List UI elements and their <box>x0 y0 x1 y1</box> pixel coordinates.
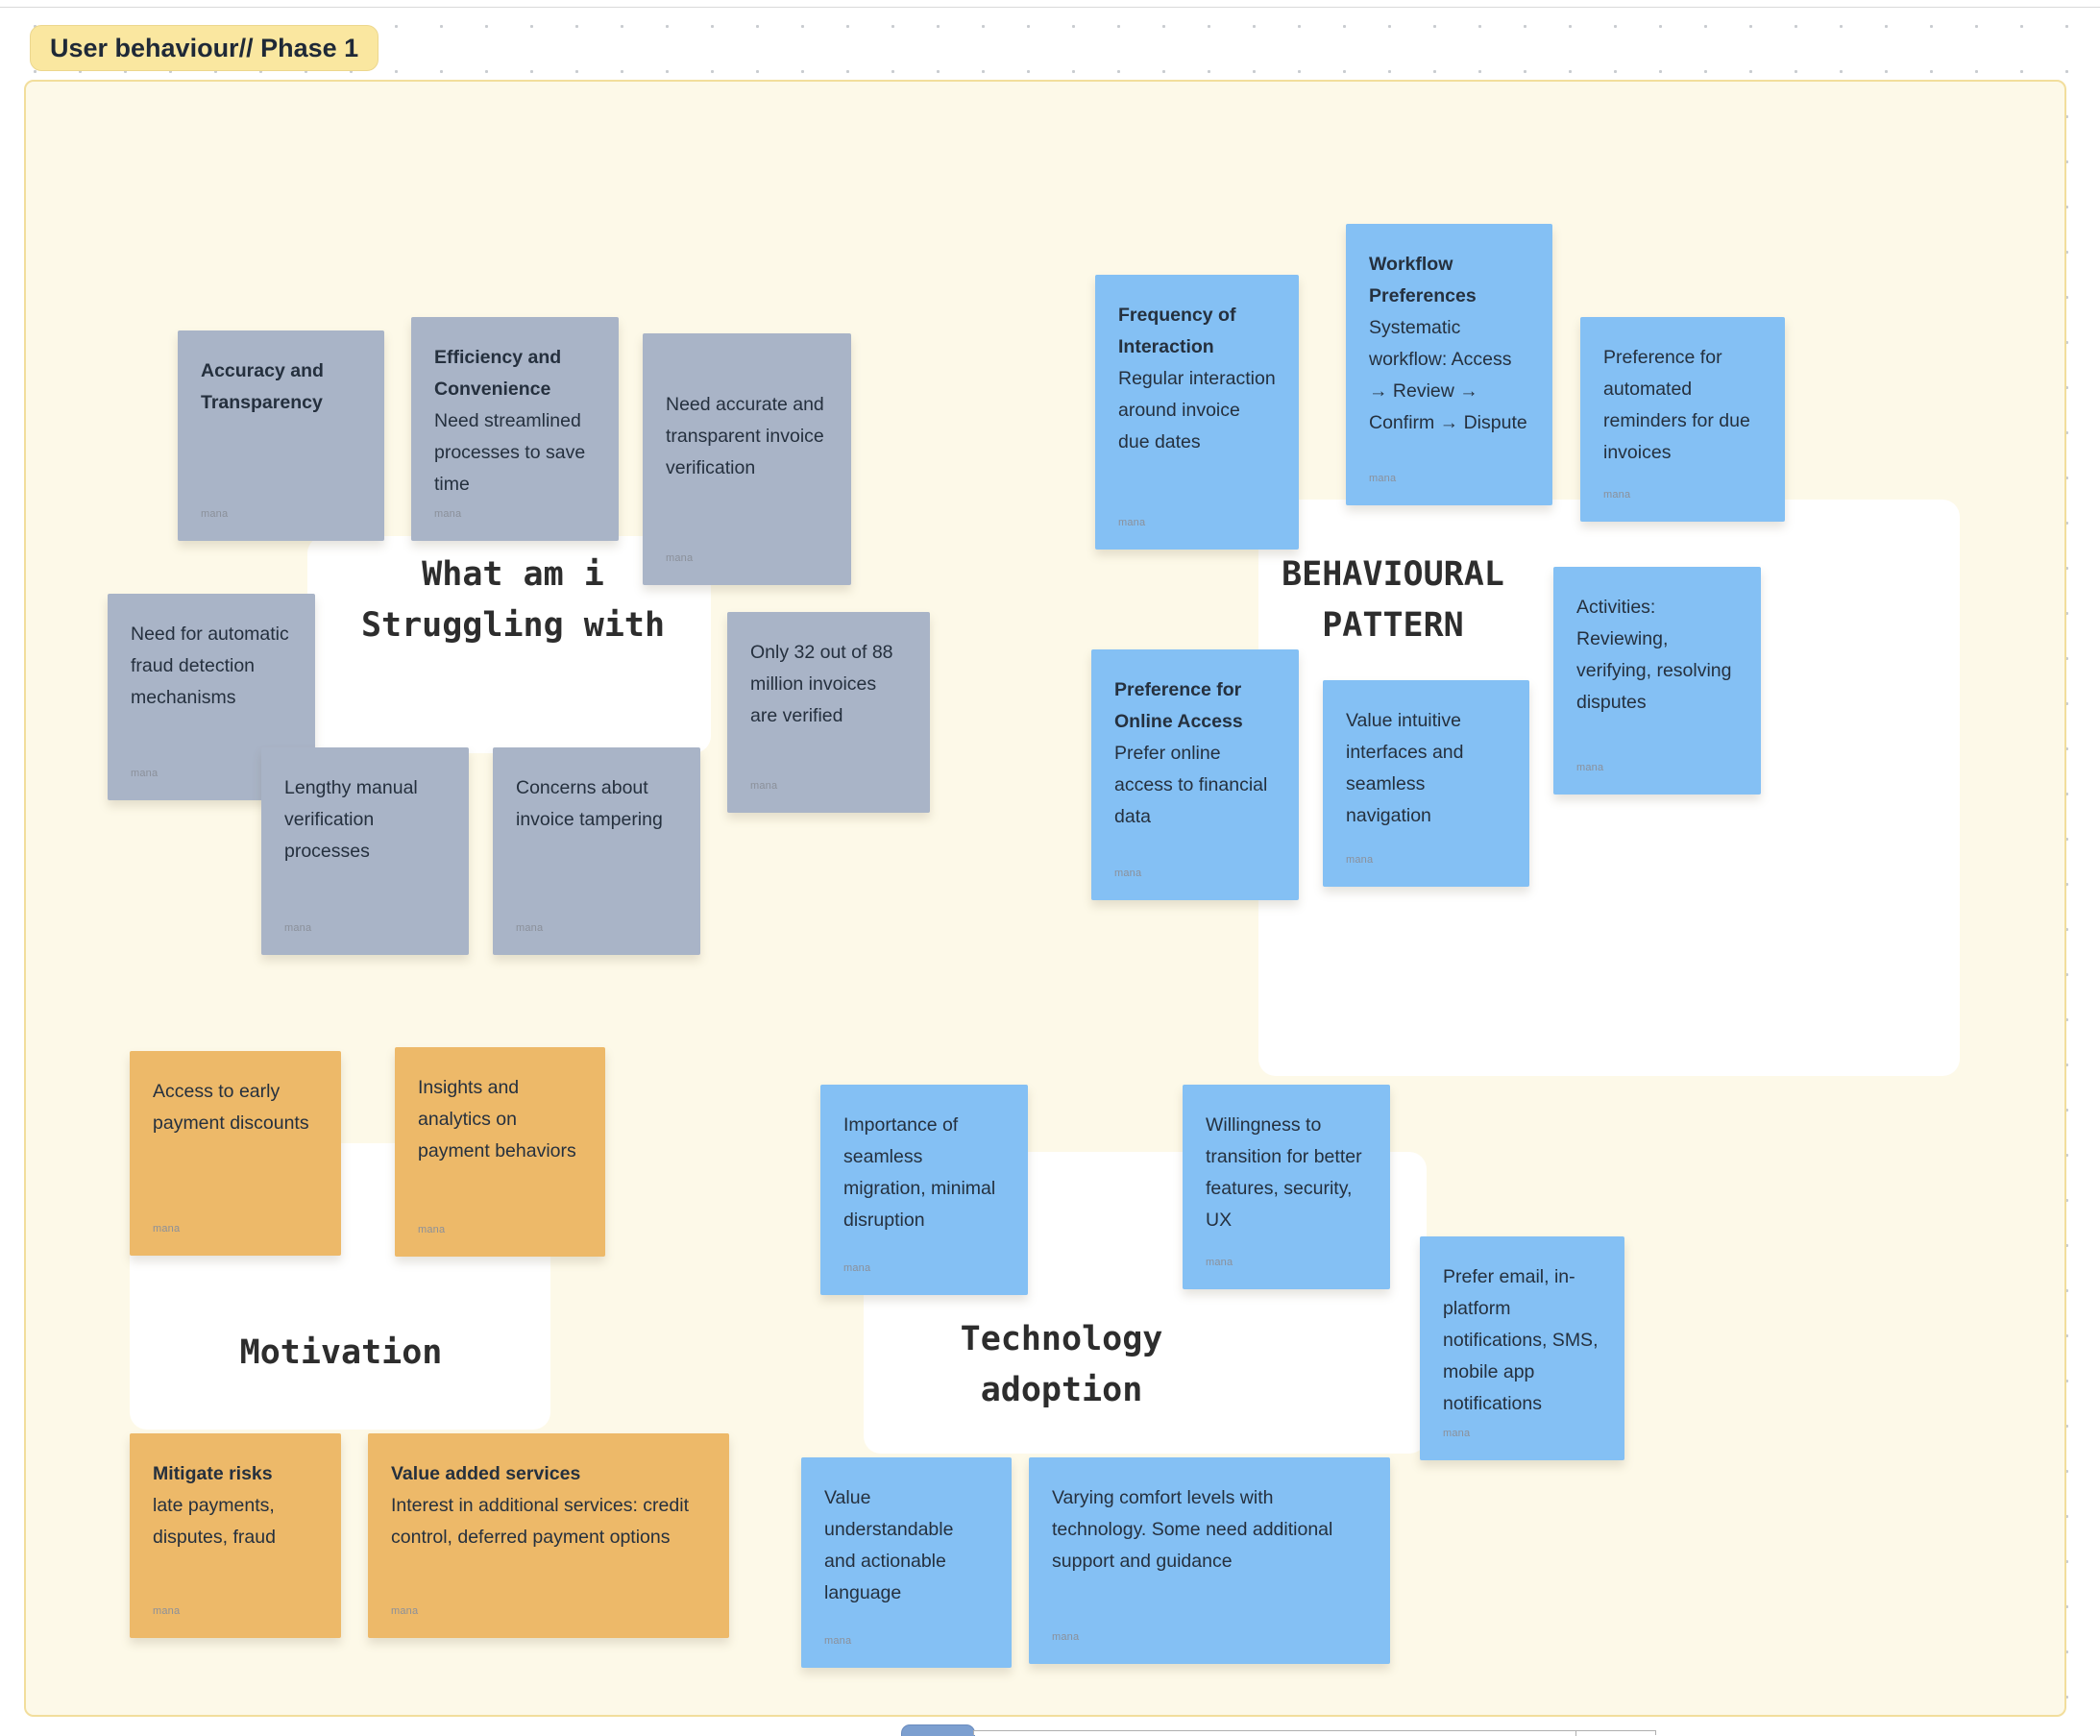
sticky-note-insights-analytics[interactable]: Insights and analytics on payment behavi… <box>395 1047 605 1257</box>
sticky-note-mitigate-risks[interactable]: Mitigate risks late payments, disputes, f… <box>130 1433 341 1638</box>
note-body: Insights and analytics on payment behavi… <box>418 1077 576 1161</box>
note-author: mana <box>284 922 312 934</box>
note-body: Only 32 out of 88 million invoices are v… <box>750 642 893 726</box>
bottom-cutoff-tab <box>901 1724 975 1736</box>
note-body: Activities: Reviewing, verifying, resolv… <box>1576 597 1732 713</box>
note-body: Systematic workflow: Access → Review → C… <box>1369 317 1527 433</box>
note-header: Efficiency and Convenience <box>434 347 562 400</box>
note-body: Prefer email, in-platform notifications,… <box>1443 1266 1599 1414</box>
sticky-note-efficiency-convenience[interactable]: Efficiency and Convenience Need streamli… <box>411 317 619 541</box>
note-author: mana <box>1206 1257 1233 1268</box>
section-title-line: BEHAVIOURAL <box>1282 555 1504 594</box>
note-header: Preference for Online Access <box>1114 679 1243 732</box>
note-author: mana <box>824 1635 852 1647</box>
note-author: mana <box>131 768 159 779</box>
sticky-note-activities[interactable]: Activities: Reviewing, verifying, resolv… <box>1553 567 1761 795</box>
section-title-line: Motivation <box>239 1333 443 1372</box>
sticky-note-intuitive-interfaces[interactable]: Value intuitive interfaces and seamless … <box>1323 680 1529 887</box>
note-body: Interest in additional services: credit … <box>391 1495 689 1548</box>
top-divider <box>0 7 2100 8</box>
section-title-motivation[interactable]: Motivation <box>101 1328 581 1379</box>
note-header: Frequency of Interaction <box>1118 305 1236 357</box>
note-author: mana <box>1576 762 1604 773</box>
note-author: mana <box>843 1262 871 1274</box>
note-body: Willingness to transition for better fea… <box>1206 1114 1362 1231</box>
note-author: mana <box>750 780 778 792</box>
toolbar-divider <box>1575 1731 1576 1736</box>
sticky-note-accuracy-transparency[interactable]: Accuracy and Transparency mana <box>178 330 384 541</box>
sticky-note-invoice-tampering[interactable]: Concerns about invoice tampering mana <box>493 747 700 955</box>
note-body: late payments, disputes, fraud <box>153 1495 276 1548</box>
sticky-note-early-payment-discounts[interactable]: Access to early payment discounts mana <box>130 1051 341 1256</box>
note-author: mana <box>1443 1428 1471 1439</box>
sticky-note-frequency-interaction[interactable]: Frequency of Interaction Regular interac… <box>1095 275 1299 550</box>
sticky-note-lengthy-verification[interactable]: Lengthy manual verification processes ma… <box>261 747 469 955</box>
note-author: mana <box>391 1605 419 1617</box>
section-title-behavioural[interactable]: BEHAVIOURAL PATTERN <box>1153 550 1633 651</box>
note-body: Need streamlined processes to save time <box>434 410 586 495</box>
note-body: Need accurate and transparent invoice ve… <box>666 394 824 478</box>
note-body: Preference for automated reminders for d… <box>1603 347 1750 463</box>
sticky-note-seamless-migration[interactable]: Importance of seamless migration, minima… <box>820 1085 1028 1295</box>
sticky-note-online-access[interactable]: Preference for Online Access Prefer onli… <box>1091 649 1299 900</box>
note-body: Prefer online access to financial data <box>1114 743 1268 827</box>
bottom-cutoff-toolbar <box>973 1730 1656 1736</box>
sticky-note-automated-reminders[interactable]: Preference for automated reminders for d… <box>1580 317 1785 522</box>
section-title-line: What am i <box>422 555 604 594</box>
section-title-line: PATTERN <box>1322 606 1464 645</box>
note-author: mana <box>1603 489 1631 501</box>
note-author: mana <box>1052 1631 1080 1643</box>
sticky-note-accurate-verification[interactable]: Need accurate and transparent invoice ve… <box>643 333 851 585</box>
note-body: Lengthy manual verification processes <box>284 777 418 862</box>
note-body: Value intuitive interfaces and seamless … <box>1346 710 1464 826</box>
sticky-note-invoices-verified[interactable]: Only 32 out of 88 million invoices are v… <box>727 612 930 813</box>
section-title-line: Technology <box>960 1320 1163 1358</box>
section-title-struggling[interactable]: What am i Struggling with <box>273 550 753 651</box>
note-author: mana <box>516 922 544 934</box>
note-header: Value added services <box>391 1463 581 1484</box>
section-title-technology[interactable]: Technology adoption <box>821 1314 1302 1416</box>
section-title-line: adoption <box>980 1371 1143 1409</box>
note-body: Importance of seamless migration, minima… <box>843 1114 996 1231</box>
frame-title-pill[interactable]: User behaviour// Phase 1 <box>30 25 379 71</box>
note-author: mana <box>666 552 694 564</box>
note-header: Accuracy and Transparency <box>201 360 324 413</box>
note-body: Access to early payment discounts <box>153 1081 309 1134</box>
note-author: mana <box>418 1224 446 1235</box>
sticky-note-willingness-transition[interactable]: Willingness to transition for better fea… <box>1183 1085 1390 1289</box>
note-body: Regular interaction around invoice due d… <box>1118 368 1276 452</box>
note-header: Workflow Preferences <box>1369 254 1477 306</box>
note-body: Varying comfort levels with technology. … <box>1052 1487 1333 1572</box>
note-author: mana <box>153 1223 181 1235</box>
note-author: mana <box>1118 517 1146 528</box>
sticky-note-workflow-preferences[interactable]: Workflow Preferences Systematic workflow… <box>1346 224 1552 505</box>
note-author: mana <box>153 1605 181 1617</box>
note-header: Mitigate risks <box>153 1463 273 1484</box>
sticky-note-understandable-language[interactable]: Value understandable and actionable lang… <box>801 1457 1012 1668</box>
sticky-note-notification-preferences[interactable]: Prefer email, in-platform notifications,… <box>1420 1236 1624 1460</box>
note-body: Need for automatic fraud detection mecha… <box>131 623 289 708</box>
note-body: Concerns about invoice tampering <box>516 777 663 830</box>
note-author: mana <box>434 508 462 520</box>
note-author: mana <box>1114 868 1142 879</box>
section-title-line: Struggling with <box>360 606 666 645</box>
sticky-note-comfort-levels[interactable]: Varying comfort levels with technology. … <box>1029 1457 1390 1664</box>
note-author: mana <box>1369 473 1397 484</box>
note-body: Value understandable and actionable lang… <box>824 1487 954 1603</box>
note-author: mana <box>1346 854 1374 866</box>
note-author: mana <box>201 508 229 520</box>
